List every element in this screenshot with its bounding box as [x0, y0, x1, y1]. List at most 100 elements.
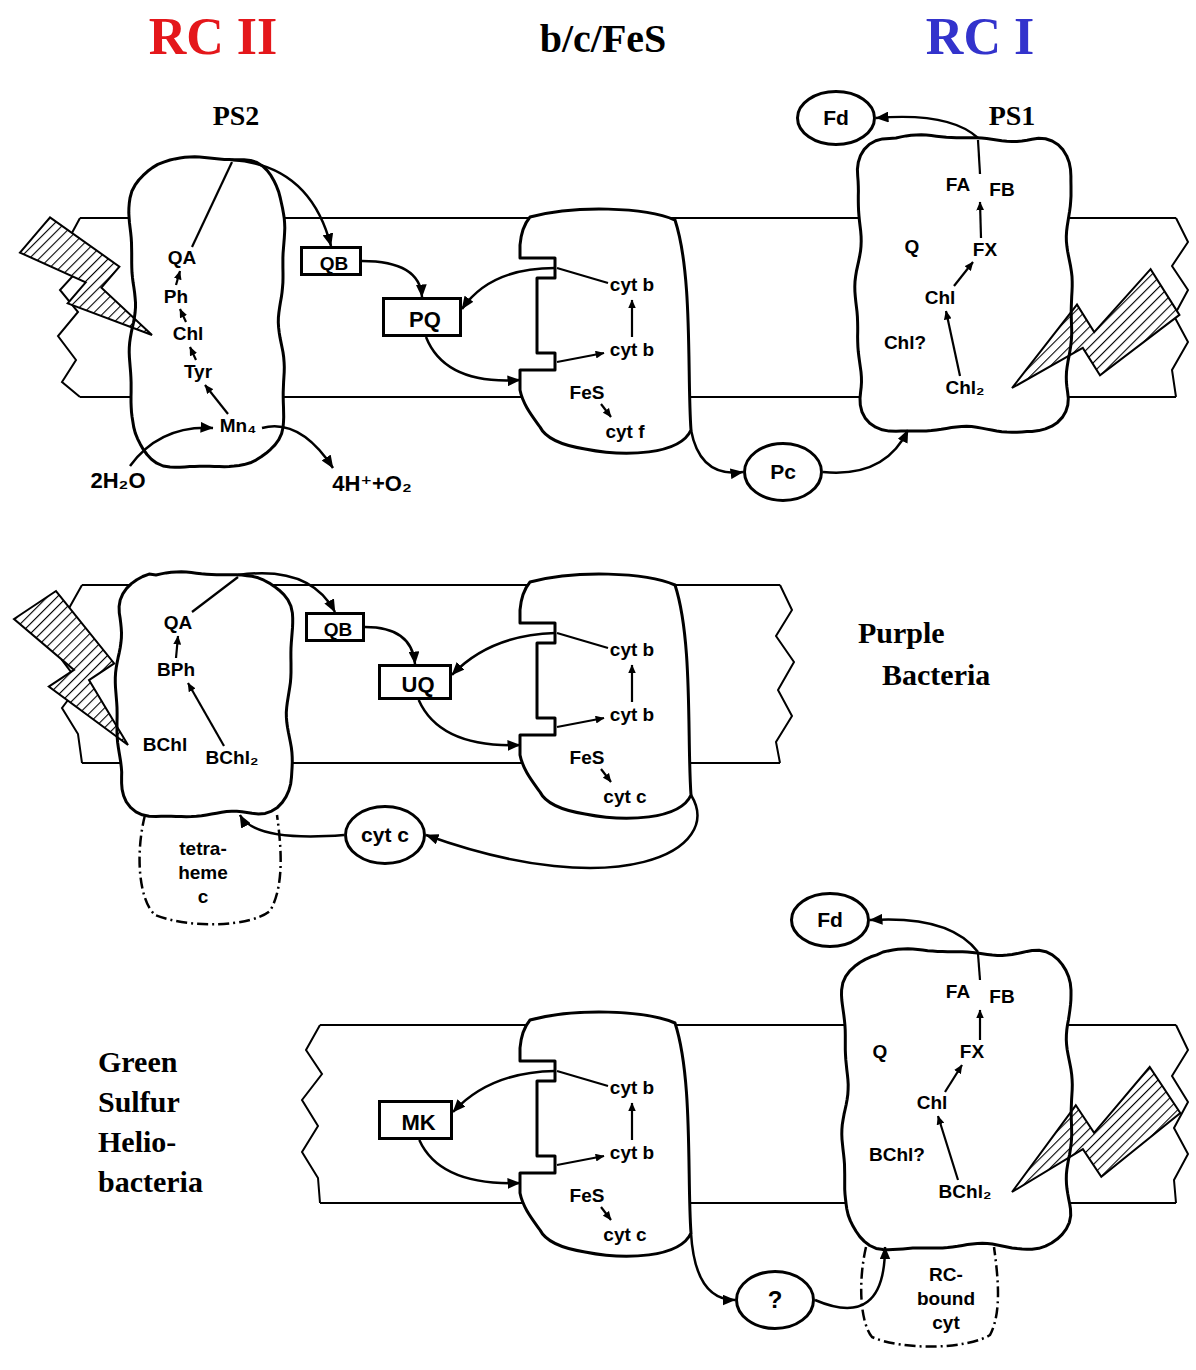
carrier-circle: cyt c	[344, 805, 426, 865]
reaction-center-outline	[118, 575, 290, 815]
internal-arrow	[557, 633, 608, 648]
internal-arrow	[631, 665, 633, 702]
node-text: cyt b	[610, 705, 654, 725]
quinone-box: MK	[378, 1100, 453, 1140]
node-text: cyt b	[610, 640, 654, 660]
cytochrome-region: RC- bound cyt	[858, 1247, 1003, 1347]
internal-arrow	[188, 683, 224, 746]
node-text: QA	[164, 613, 193, 633]
node-text: Ph	[164, 287, 188, 307]
electron-flow-arrow	[419, 1140, 520, 1183]
circle-outline	[737, 1272, 814, 1329]
node-text: Fd	[817, 910, 843, 930]
internal-arrow	[557, 268, 608, 283]
internal-arrow	[978, 954, 980, 980]
internal-arrow	[601, 404, 611, 417]
reaction-center: QAPhChlTyrMn₄	[132, 160, 282, 465]
electron-flow-arrow	[365, 627, 415, 664]
internal-arrow	[557, 1071, 608, 1086]
shape-fill	[520, 574, 691, 818]
light-bolts	[14, 217, 1180, 1192]
shape-outline	[115, 572, 292, 817]
column-heading: RC II	[149, 7, 278, 66]
shape-fill	[855, 135, 1072, 433]
electron-flow-arrow	[691, 430, 743, 473]
internal-arrow	[190, 347, 196, 360]
shape-fill	[842, 949, 1073, 1250]
membrane-edge	[302, 1025, 322, 1203]
electron-flow-arrow	[452, 633, 555, 675]
organism-label: Green Sulfur Helio- bacteria	[98, 1042, 203, 1202]
reaction-center: QABPhBChlBChl₂	[118, 575, 290, 815]
node-text: cyt b	[610, 1143, 654, 1163]
reaction-center: FAFBQFXChlChl?Chl₂	[858, 138, 1070, 430]
shape-outline	[520, 574, 691, 818]
node-text: cyt b	[610, 1078, 654, 1098]
node-text: FA	[946, 175, 970, 195]
node-text: BChl₂	[939, 1182, 992, 1202]
light-bolt	[1012, 1067, 1180, 1192]
node-text: Pc	[770, 462, 796, 482]
cytochrome-complex-outline	[515, 1008, 693, 1260]
node-text: BPh	[157, 660, 195, 680]
quinone-box: PQ	[382, 297, 462, 337]
circle-outline	[745, 444, 822, 501]
electron-flow-arrow	[453, 1071, 555, 1112]
internal-arrow	[192, 162, 232, 247]
reaction-center-outline	[132, 160, 282, 465]
internal-arrow	[954, 262, 973, 286]
internal-arrow	[205, 385, 228, 414]
quinone-box: QB	[300, 246, 362, 276]
cytochrome-complex: cyt b cyt b FeS cyt c	[515, 570, 693, 822]
carrier-circle: Pc	[743, 442, 823, 502]
internal-arrow	[192, 577, 238, 612]
node-text: FeS	[570, 748, 605, 768]
quinone-box: UQ	[378, 664, 452, 700]
internal-arrow	[946, 311, 960, 376]
internal-arrow	[945, 1065, 962, 1092]
cytochrome-complex-outline	[515, 570, 693, 822]
node-text: Q	[873, 1042, 888, 1062]
shape-fill	[520, 1012, 691, 1256]
node-text: FA	[946, 982, 970, 1002]
shape-outline	[855, 135, 1072, 433]
cytochrome-complex: cyt bcyt bFeScyt c	[515, 1008, 693, 1260]
electron-flow-arrow	[238, 573, 335, 612]
internal-arrow	[176, 636, 178, 658]
shape-outline	[520, 209, 691, 453]
electron-flow-arrow	[419, 700, 520, 745]
node-text: cyt b	[610, 275, 654, 295]
node-text: FB	[989, 180, 1014, 200]
node-text: MK	[401, 1113, 435, 1133]
electron-flow-arrow	[691, 1233, 735, 1300]
node-text: Chl?	[884, 333, 926, 353]
quinone-box: QB	[305, 612, 365, 642]
node-text: PQ	[409, 310, 441, 330]
shape-fill	[115, 572, 292, 817]
reactant-label: 2H₂O	[90, 468, 145, 494]
carrier-circle: ?	[735, 1270, 815, 1330]
node-text: Tyr	[184, 362, 212, 382]
dashed-outline	[861, 1247, 998, 1347]
electron-flow-arrow	[462, 268, 555, 309]
internal-arrow	[980, 202, 981, 238]
node-text: QB	[324, 620, 353, 640]
node-text: BChl?	[869, 1145, 925, 1165]
product-label: 4H⁺+O₂	[332, 471, 411, 497]
carrier-circle: Fd	[796, 90, 876, 146]
cytochrome-region: tetra- heme c	[135, 815, 285, 925]
electron-flow-arrow	[240, 815, 344, 836]
node-text: cyt c	[603, 787, 646, 807]
node-text: cyt c	[361, 825, 409, 845]
node-text: FX	[973, 240, 997, 260]
membrane-edge	[776, 585, 794, 763]
node-text: Chl	[925, 288, 956, 308]
internal-arrow	[180, 309, 186, 322]
cytochrome-complex-outline	[515, 205, 693, 457]
photosystem-label: PS1	[989, 100, 1036, 132]
internal-arrow	[557, 718, 604, 727]
